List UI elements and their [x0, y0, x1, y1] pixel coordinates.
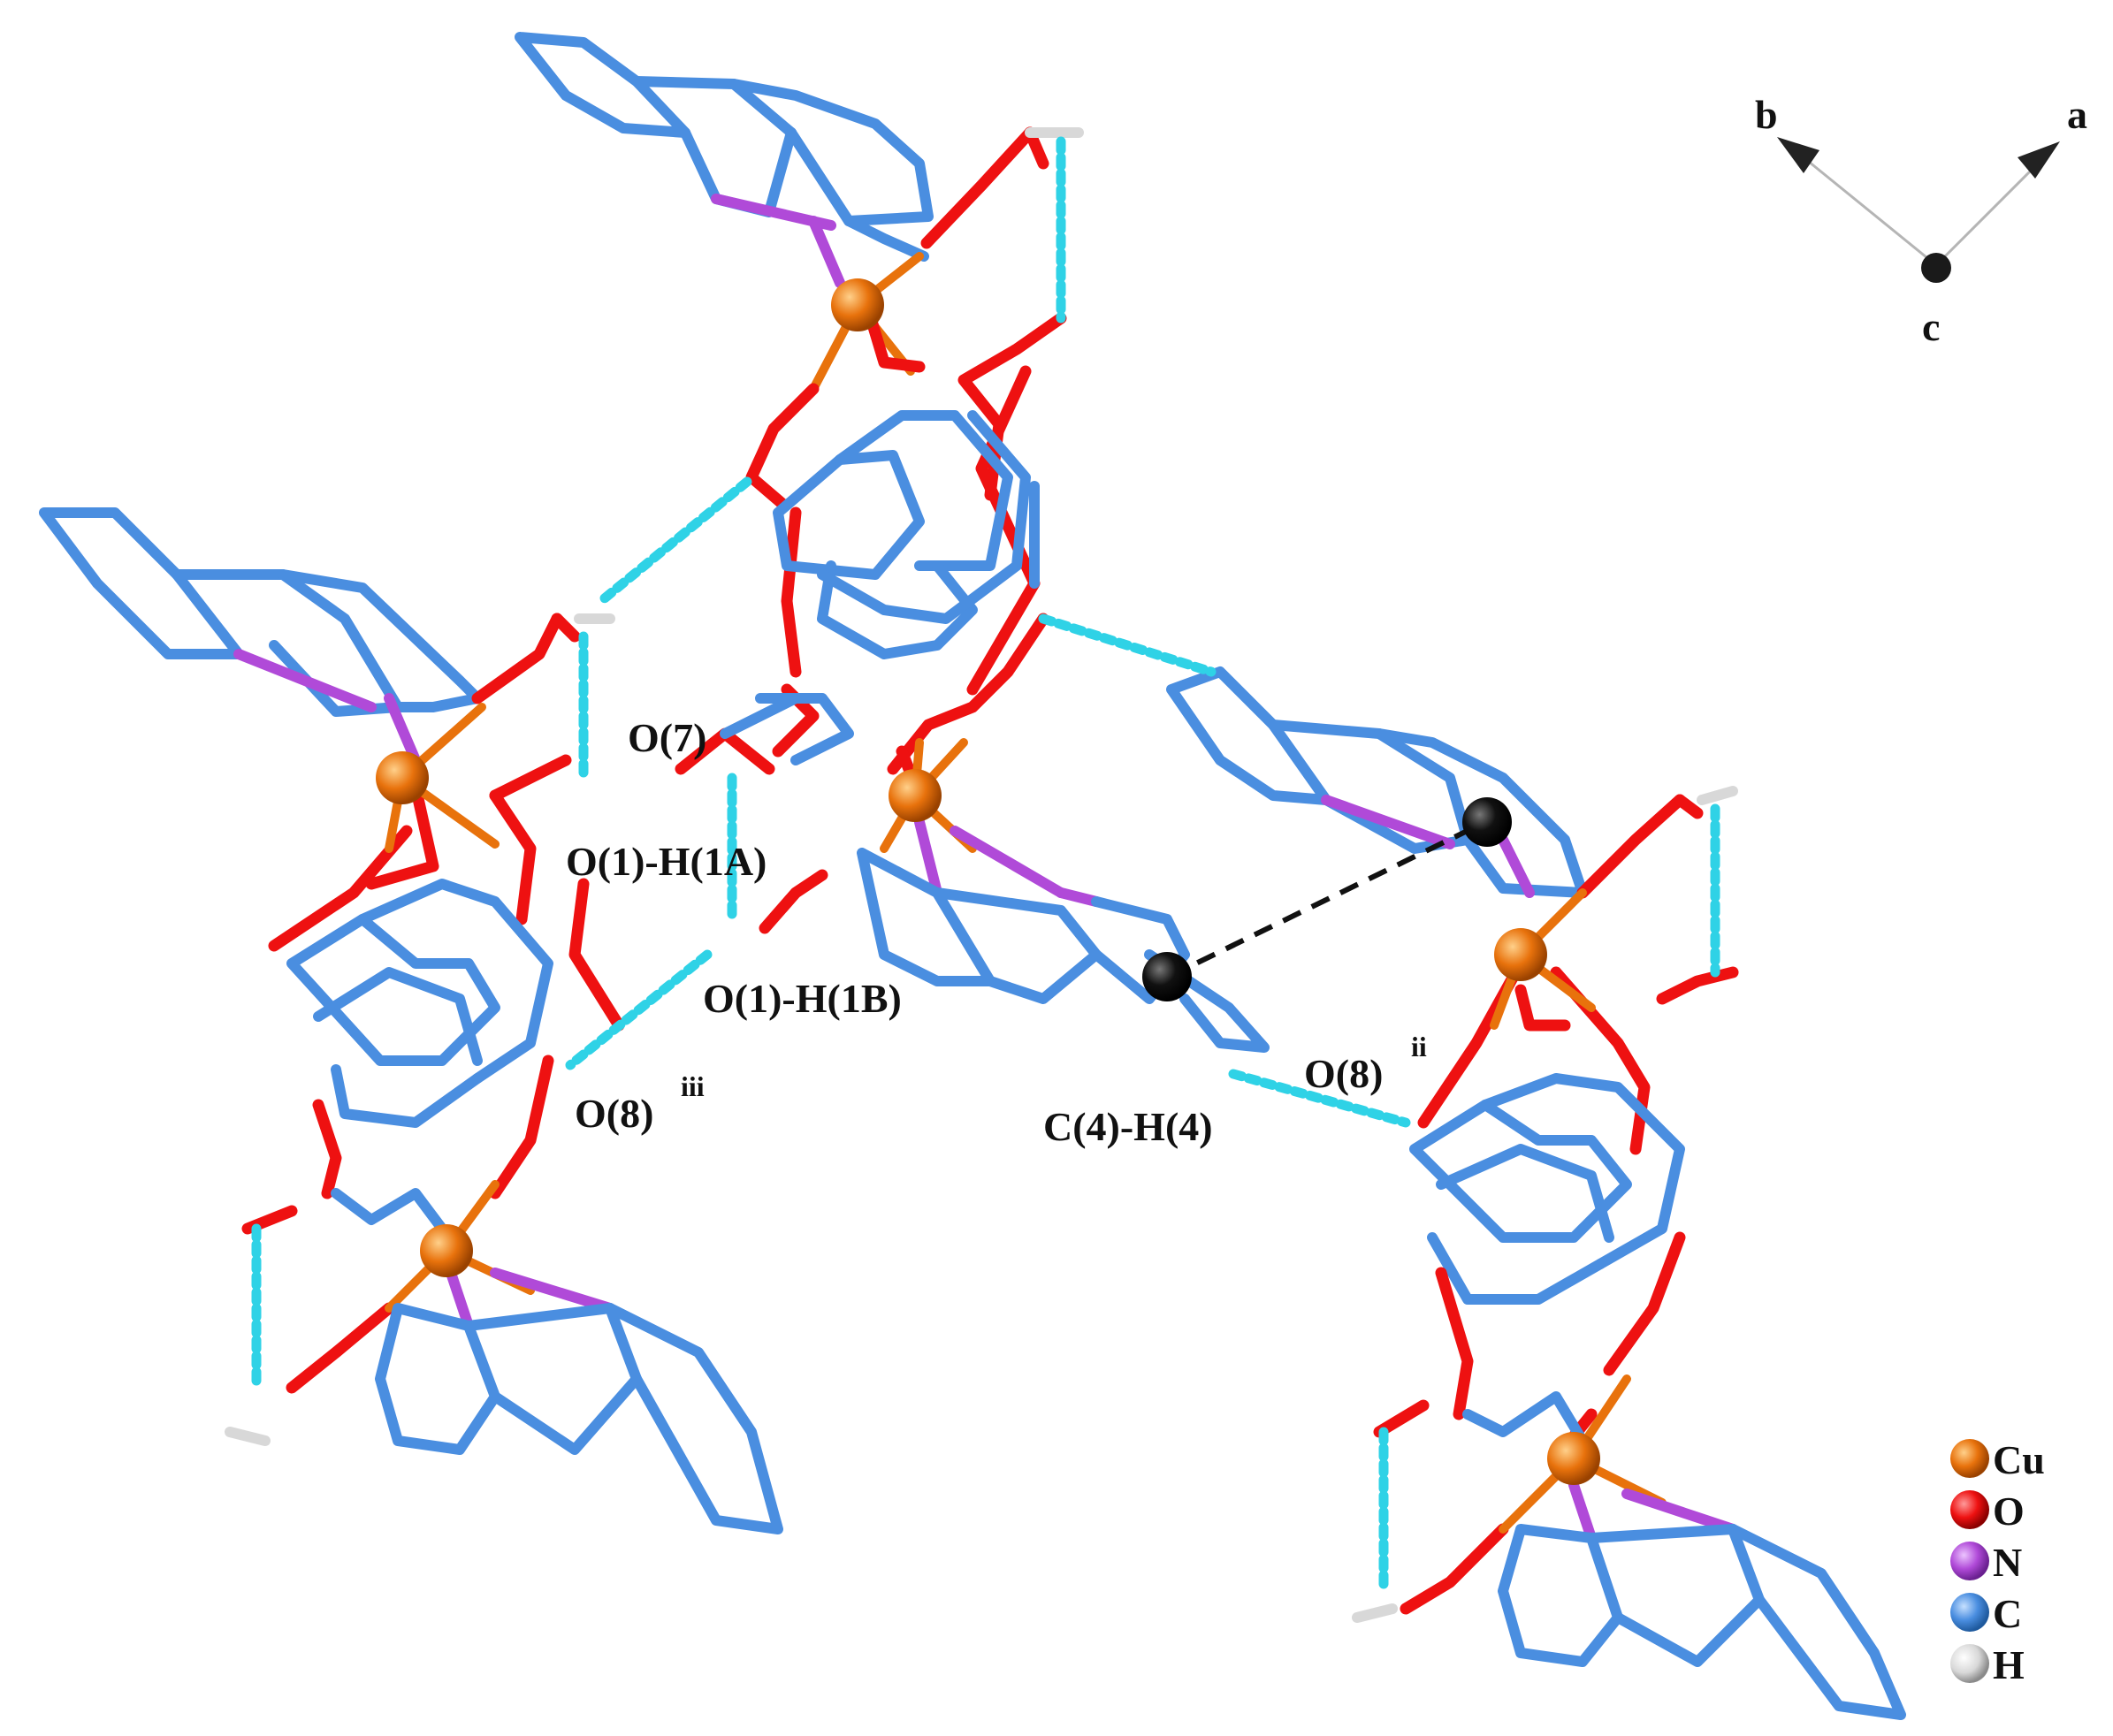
label-o8-ii-superscript: ii	[1411, 1031, 1427, 1062]
cu-atom-right-lower	[1547, 1432, 1600, 1485]
legend-item-h: H	[1950, 1642, 2025, 1687]
complex-left	[39, 507, 783, 1534]
ring-centroid-left	[1142, 952, 1192, 1001]
complex-center	[675, 613, 1270, 1053]
cu-atom-left-lower	[420, 1224, 473, 1277]
legend-label-h: H	[1993, 1642, 2025, 1687]
h-sphere-icon	[1950, 1644, 1989, 1683]
c-sphere-icon	[1950, 1593, 1989, 1632]
c-axis-point-icon	[1921, 253, 1951, 283]
axis-indicator: b a c	[1755, 92, 2087, 349]
legend-item-o: O	[1950, 1489, 2025, 1534]
legend-item-n: N	[1950, 1540, 2022, 1585]
o-sphere-icon	[1950, 1490, 1989, 1529]
element-legend: Cu O N C H	[1950, 1437, 2045, 1687]
axis-label-b: b	[1755, 92, 1778, 137]
pi-stacking-interaction	[1142, 797, 1512, 1001]
label-o8-iii: O(8)	[575, 1091, 653, 1136]
a-axis-arrow-icon	[2018, 141, 2060, 179]
cu-atom-top	[831, 278, 884, 331]
ring-centroid-right	[1462, 797, 1512, 847]
n-sphere-icon	[1950, 1542, 1989, 1580]
label-o1-h1b: O(1)-H(1B)	[703, 976, 902, 1021]
complex-right	[1166, 666, 1906, 1720]
label-o8-ii: O(8)	[1304, 1051, 1383, 1096]
label-o7: O(7)	[628, 715, 706, 760]
cu-atom-left-upper	[376, 751, 429, 804]
axis-label-c: c	[1922, 304, 1940, 349]
label-c4-h4: C(4)-H(4)	[1043, 1104, 1213, 1149]
hydrogen-bonds	[251, 136, 1720, 1596]
legend-label-n: N	[1993, 1540, 2022, 1585]
atom-labels: O(7) O(1)-H(1A) O(1)-H(1B) O(8) iii C(4)…	[566, 715, 1427, 1149]
cu-sphere-icon	[1950, 1439, 1989, 1478]
cu-atom-center	[889, 769, 942, 822]
axis-label-a: a	[2067, 92, 2087, 137]
cu-atom-right-upper	[1494, 928, 1547, 981]
complex-top-center	[515, 32, 1084, 696]
legend-label-c: C	[1993, 1591, 2022, 1636]
legend-label-cu: Cu	[1993, 1437, 2045, 1482]
b-axis-arrow-icon	[1777, 137, 1819, 173]
legend-label-o: O	[1993, 1489, 2025, 1534]
legend-item-cu: Cu	[1950, 1437, 2045, 1482]
label-o8-iii-superscript: iii	[681, 1070, 705, 1102]
legend-item-c: C	[1950, 1591, 2022, 1636]
label-o1-h1a: O(1)-H(1A)	[566, 839, 767, 884]
